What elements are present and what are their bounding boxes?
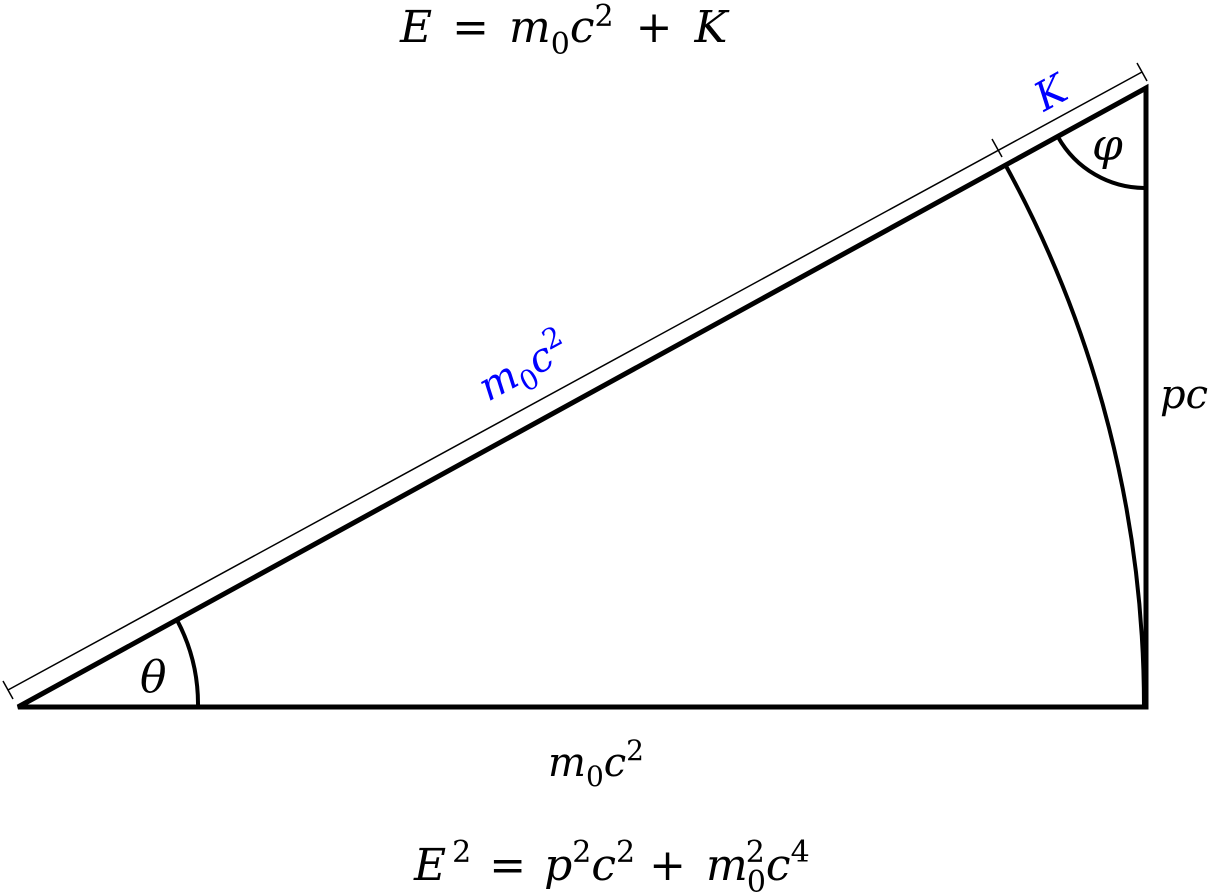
hypotenuse-rest-energy-label: m0c2 (468, 319, 581, 417)
kinetic-energy-label: K (1026, 65, 1077, 121)
momentum-label: pc (1160, 372, 1208, 418)
dimension-line (7, 71, 1143, 691)
theta-angle-arc (175, 619, 201, 708)
dimension-tick-middle (991, 138, 1003, 158)
dimension-tick-end (1136, 62, 1148, 82)
angle-phi-label: φ (1092, 120, 1123, 171)
dimension-tick-start (2, 680, 14, 700)
right-triangle (16, 83, 1149, 710)
base-rest-energy-label: m0c2 (548, 734, 644, 793)
equation-total-energy: E = m0c2 + K (399, 0, 729, 62)
phi-angle-arc (1056, 136, 1147, 191)
rest-energy-arc (1004, 165, 1147, 708)
angle-theta-label: θ (140, 652, 167, 703)
